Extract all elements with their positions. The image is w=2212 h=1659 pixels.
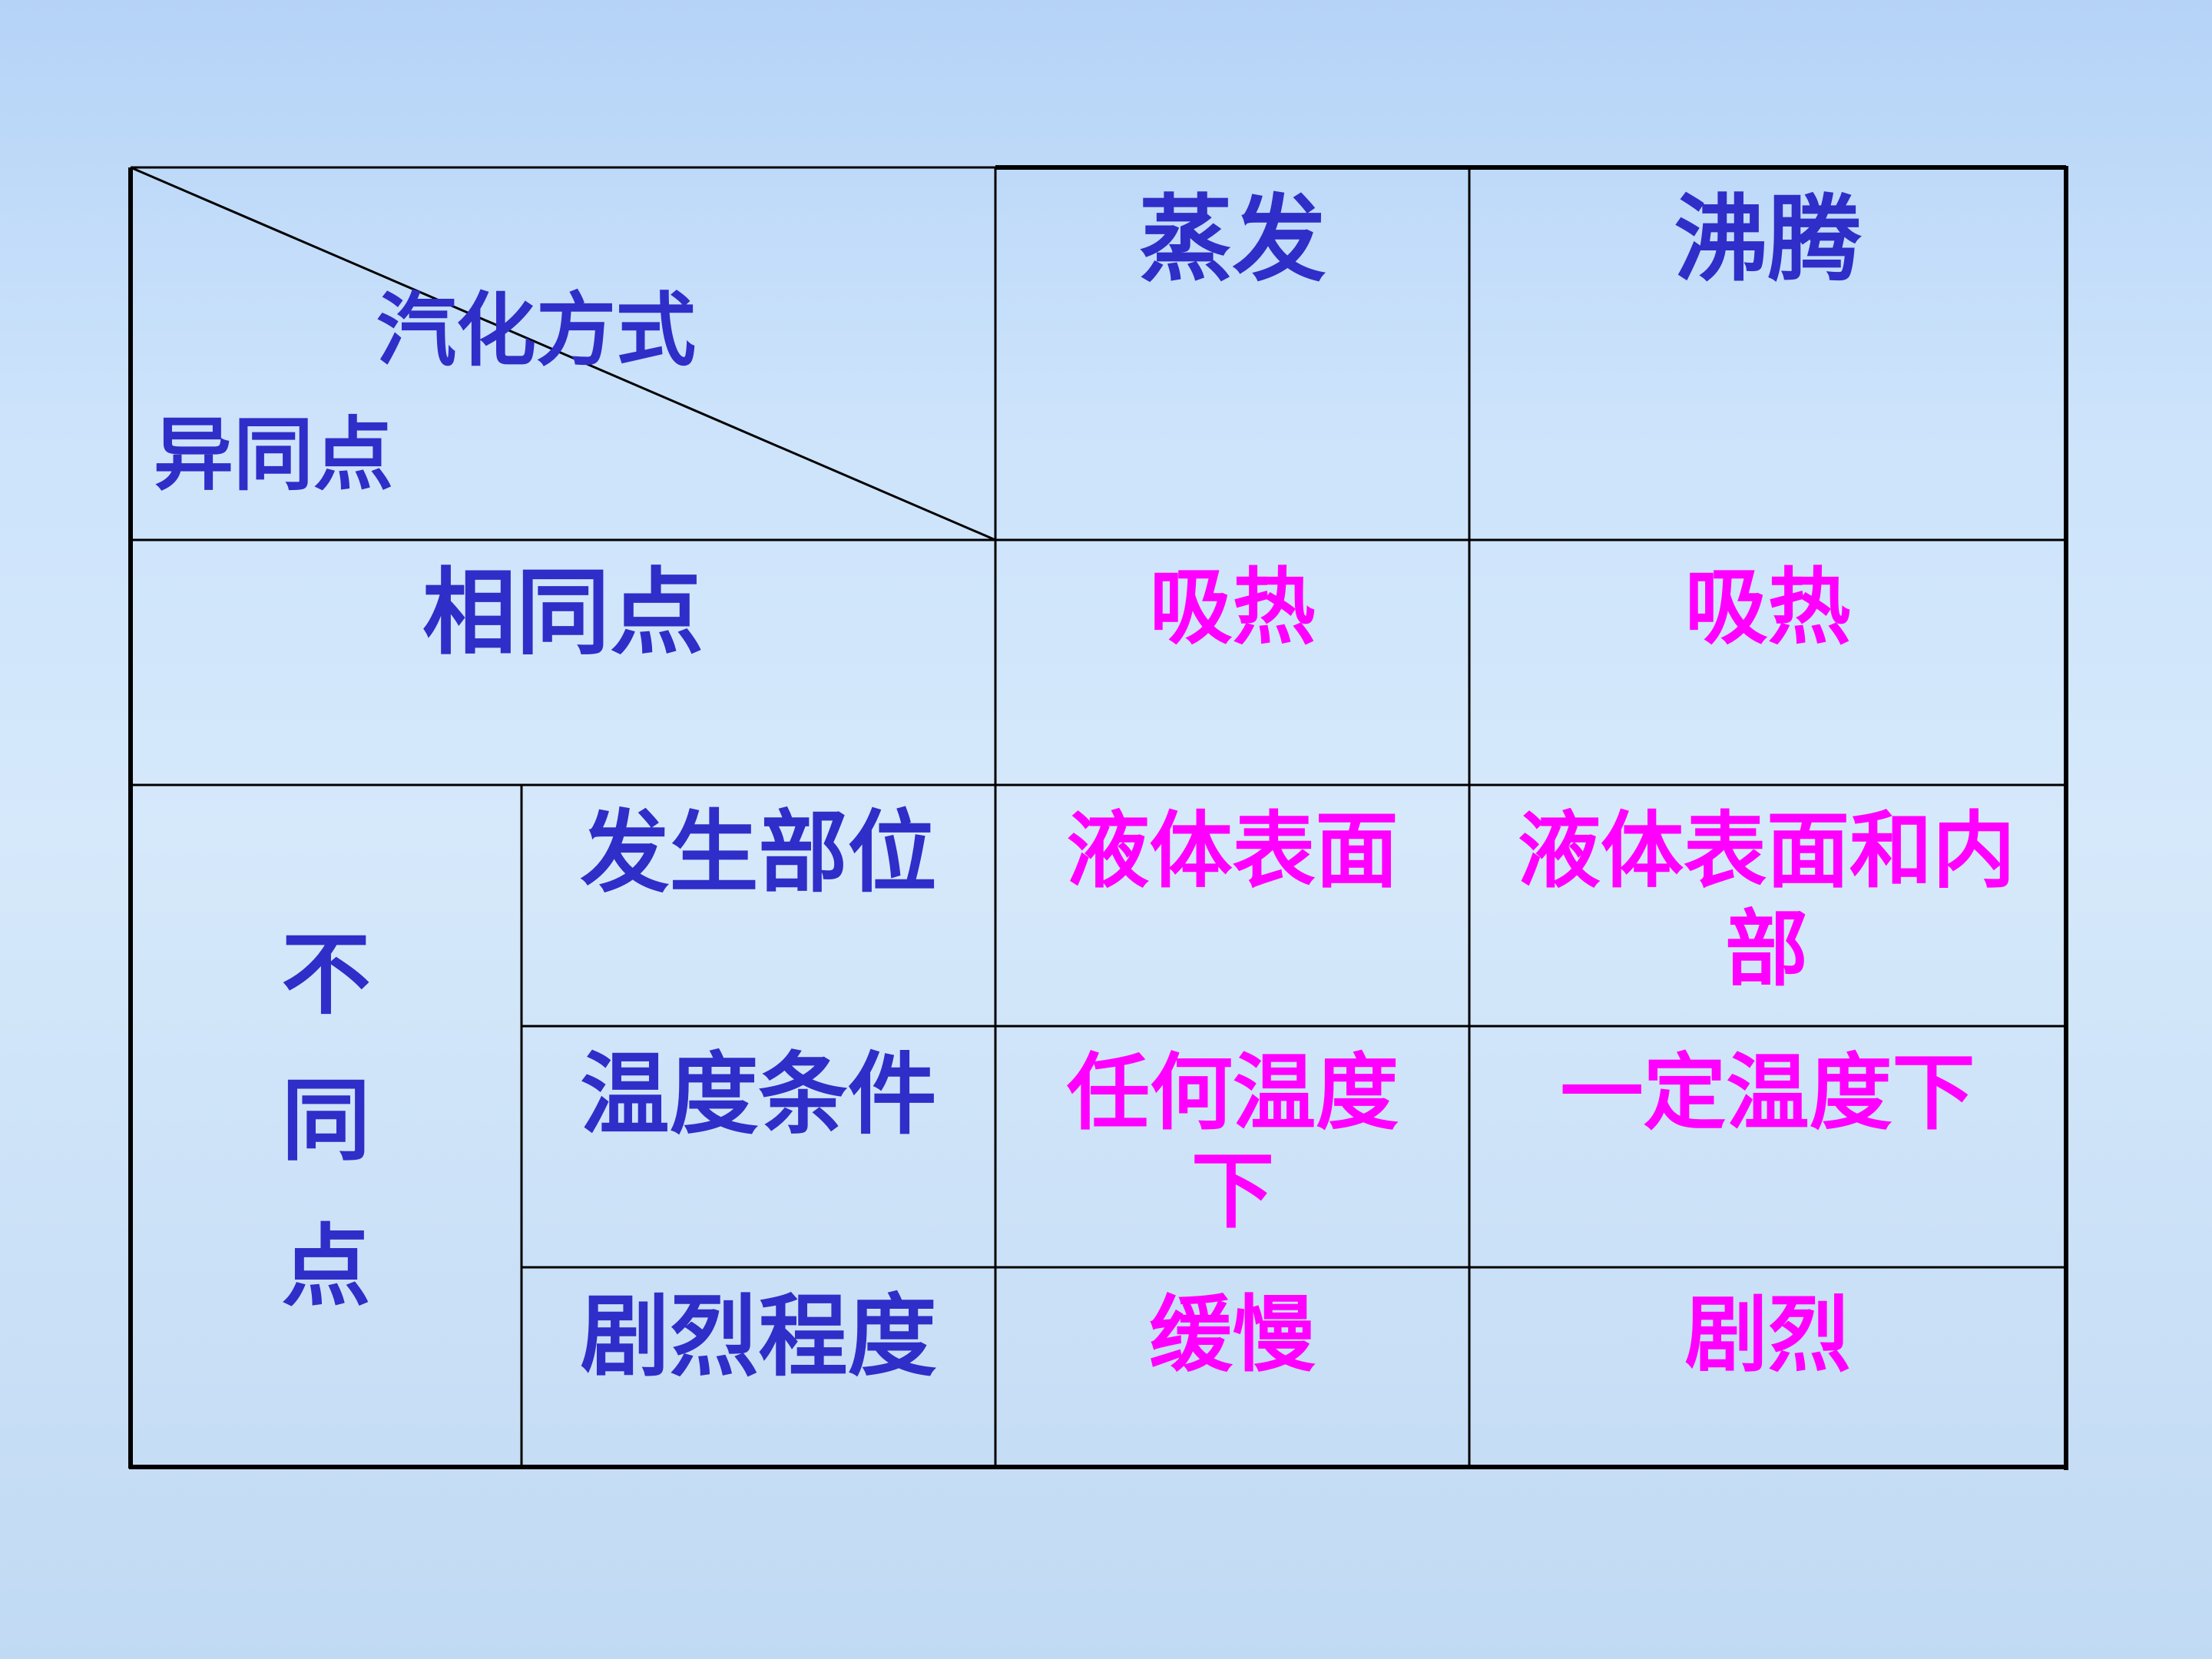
location-evaporation: 液体表面 bbox=[1066, 803, 1399, 899]
intensity-boiling: 剧烈 bbox=[1684, 1287, 1851, 1383]
diff-label-3: 点 bbox=[281, 1215, 371, 1319]
location-boiling: 液体表面和内部 bbox=[1517, 803, 2015, 998]
temperature-evaporation: 任何温度下 bbox=[1066, 1045, 1399, 1240]
row-label-temperature: 温度条件 bbox=[580, 1043, 937, 1147]
diff-label-1: 不 bbox=[281, 923, 371, 1027]
corner-bottom-label: 异同点 bbox=[154, 408, 394, 502]
same-value-boiling: 吸热 bbox=[1684, 560, 1851, 656]
corner-top-label: 汽化方式 bbox=[376, 283, 697, 377]
same-points-label: 相同点 bbox=[422, 558, 704, 667]
row-label-location: 发生部位 bbox=[580, 801, 937, 905]
col-header-evaporation: 蒸发 bbox=[1138, 185, 1326, 294]
row-label-intensity: 剧烈程度 bbox=[580, 1285, 937, 1389]
same-value-evaporation: 吸热 bbox=[1149, 560, 1316, 656]
col-header-boiling: 沸腾 bbox=[1674, 185, 1862, 294]
temperature-boiling: 一定温度下 bbox=[1560, 1045, 1975, 1141]
diff-label-2: 同 bbox=[281, 1069, 371, 1173]
intensity-evaporation: 缓慢 bbox=[1149, 1287, 1316, 1383]
